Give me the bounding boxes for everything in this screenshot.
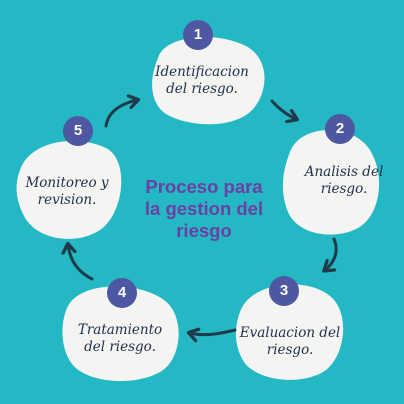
step-2-label: Analisis del riesgo. — [296, 164, 392, 198]
diagram-title-line-2: la gestion del — [144, 198, 264, 219]
step-1-number-badge: 1 — [183, 20, 213, 50]
diagram-title: Proceso para la gestion del riesgo — [118, 176, 290, 242]
step-1-label: Identificacion del riesgo. — [150, 64, 254, 98]
step-4-blob — [62, 286, 179, 382]
step-5-label-line-1: Monitoreo y — [25, 175, 109, 191]
step-3-label: Evaluacion del riesgo. — [234, 325, 346, 359]
step-1-blob — [152, 36, 265, 125]
step-5-blob — [16, 140, 122, 239]
step-4-label-line-1: Tratamiento — [77, 322, 163, 338]
step-5-number-badge: 5 — [63, 116, 93, 146]
step-5-label-line-2: revision. — [37, 192, 97, 208]
step-3-label-line-1: Evaluacion del — [239, 325, 341, 341]
curved-arrow-icon — [68, 245, 94, 281]
step-4-label-line-2: del riesgo. — [84, 339, 156, 355]
step-1-label-line-1: Identificacion — [155, 64, 249, 80]
step-2-label-line-1: Analisis del — [304, 164, 384, 180]
step-4-label: Tratamiento del riesgo. — [68, 322, 172, 356]
curved-arrow-icon — [325, 237, 338, 270]
step-3-blob — [235, 284, 344, 380]
step-3-number-badge: 3 — [269, 276, 299, 306]
diagram-title-line-3: riesgo — [176, 220, 232, 241]
step-5-label: Monitoreo y revision. — [18, 175, 116, 209]
curved-arrow-icon — [104, 100, 137, 128]
step-2-number-badge: 2 — [325, 114, 355, 144]
curved-arrow-icon — [270, 99, 296, 119]
diagram-title-line-1: Proceso para — [145, 176, 263, 197]
step-2-blob — [282, 129, 380, 235]
curved-arrow-icon — [190, 330, 237, 335]
step-3-label-line-2: riesgo. — [266, 342, 314, 358]
step-4-number-badge: 4 — [107, 278, 137, 308]
step-1-label-line-2: del riesgo. — [166, 81, 238, 97]
step-2-label-line-2: riesgo. — [320, 181, 368, 197]
